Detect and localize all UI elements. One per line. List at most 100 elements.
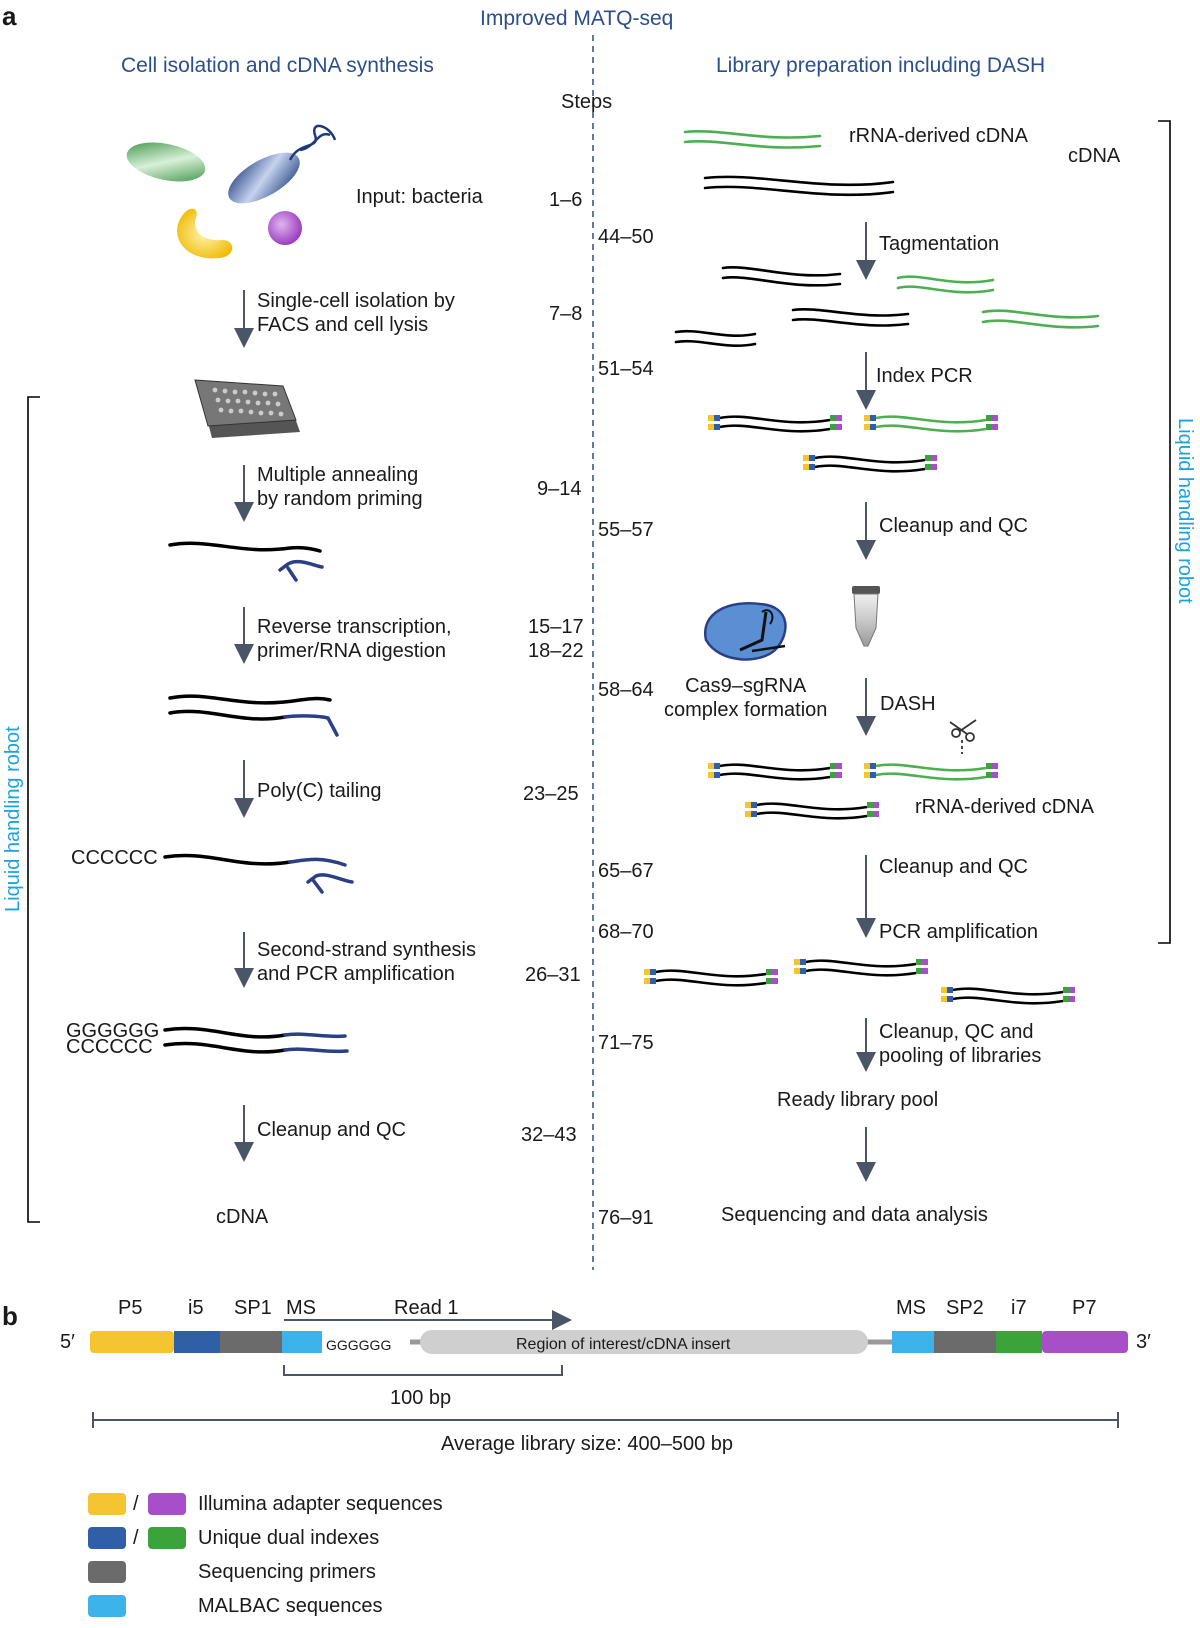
legend-label: Unique dual indexes xyxy=(198,1527,380,1549)
right-item-text: Index PCR xyxy=(876,365,973,387)
segment-label: SP1 xyxy=(234,1297,272,1319)
panel-a-label: a xyxy=(2,1,17,31)
cdna-strand xyxy=(703,175,895,187)
left-header: Cell isolation and cDNA synthesis xyxy=(121,54,434,77)
right-item-steps: 71–75 xyxy=(598,1032,654,1054)
rt-strand-top xyxy=(168,694,332,705)
left-item-steps: 9–14 xyxy=(537,478,582,500)
left-item-text: Poly(C) tailing xyxy=(257,780,382,802)
segment-label: i5 xyxy=(188,1297,204,1319)
right-item-steps: 68–70 xyxy=(598,921,654,943)
poly-g-label: GGGGGG xyxy=(326,1337,392,1353)
left-item-text: Reverse transcription, primer/RNA digest… xyxy=(257,616,452,662)
library-size-label: Average library size: 400–500 bp xyxy=(441,1433,734,1455)
bacteria-icon xyxy=(126,124,337,259)
library-fragment xyxy=(941,987,1075,1005)
left-item-text: Multiple annealing by random priming xyxy=(257,464,423,510)
legend-slash: / xyxy=(133,1527,139,1549)
right-item-text: Cas9–sgRNA complex formation xyxy=(664,675,828,721)
insert-label: Region of interest/cDNA insert xyxy=(516,1336,731,1353)
library-fragment xyxy=(794,959,928,977)
right-item-steps: 65–67 xyxy=(598,860,654,882)
library-fragment xyxy=(864,763,998,781)
panel-b-label: b xyxy=(2,1301,18,1331)
segment-label: MS xyxy=(286,1297,316,1319)
scissors-icon xyxy=(949,719,977,754)
ds-strand-top xyxy=(163,1026,287,1039)
left-item-text: cDNA xyxy=(216,1206,269,1228)
read-length-bracket xyxy=(283,1365,563,1376)
left-item-text: Single-cell isolation by FACS and cell l… xyxy=(257,290,455,336)
right-item-steps: 55–57 xyxy=(598,519,654,541)
left-robot-label: Liquid handling robot xyxy=(2,726,24,912)
segment-sp1 xyxy=(220,1331,282,1353)
right-item-text: Cleanup and QC xyxy=(879,515,1028,537)
segment-i7 xyxy=(996,1331,1042,1353)
tube-icon xyxy=(852,586,880,647)
polyg-sequence: GGGGGG xyxy=(66,1020,160,1042)
right-item-steps: 44–50 xyxy=(598,226,654,248)
right-item-text: Sequencing and data analysis xyxy=(721,1204,988,1226)
library-fragments xyxy=(644,415,1075,1005)
polyc-sequence-2: CCCCCC xyxy=(66,1036,153,1058)
rna-strand xyxy=(168,541,322,553)
right-item-text: cDNA xyxy=(1068,145,1121,167)
legend-label: Sequencing primers xyxy=(198,1561,376,1583)
library-fragment xyxy=(745,802,879,820)
left-item-text: Cleanup and QC xyxy=(257,1119,406,1141)
segment-p5 xyxy=(90,1331,174,1353)
ds-strand-bottom xyxy=(163,1041,287,1054)
polyc-sequence: CCCCCC xyxy=(71,847,158,869)
right-item-text: Cleanup and QC xyxy=(879,856,1028,878)
five-prime-label: 5′ xyxy=(60,1331,75,1353)
left-item-text: Second-strand synthesis and PCR amplific… xyxy=(257,939,477,985)
segment-label: P7 xyxy=(1072,1297,1097,1319)
left-item-steps: 26–31 xyxy=(525,964,581,986)
library-construct xyxy=(90,1310,1128,1428)
segment-label: i7 xyxy=(1011,1297,1027,1319)
segment-ms-left xyxy=(282,1331,322,1353)
segment-insert xyxy=(420,1330,868,1354)
right-item-steps: 58–64 xyxy=(598,679,654,701)
primer-strand xyxy=(278,559,324,572)
legend-swatches xyxy=(88,1493,186,1617)
left-item-steps: 32–43 xyxy=(521,1124,577,1146)
figure-title: Improved MATQ-seq xyxy=(480,7,674,30)
right-item-text: rRNA-derived cDNA xyxy=(849,125,1028,147)
left-robot-bracket xyxy=(27,396,40,1223)
right-item-steps: 76–91 xyxy=(598,1207,654,1229)
library-fragment xyxy=(708,763,842,781)
library-size-bracket xyxy=(92,1412,1119,1428)
right-item-text: Ready library pool xyxy=(777,1089,939,1111)
three-prime-label: 3′ xyxy=(1136,1331,1151,1353)
right-item-text: DASH xyxy=(880,693,936,715)
library-fragment xyxy=(644,969,778,987)
left-item-steps: 23–25 xyxy=(523,783,579,805)
library-fragment xyxy=(708,415,842,433)
library-fragment xyxy=(803,455,937,473)
segment-i5 xyxy=(174,1331,220,1353)
left-item-steps: 1–6 xyxy=(549,189,583,211)
segment-ms-right xyxy=(892,1331,934,1353)
cas9-sgrna-icon xyxy=(703,602,787,661)
steps-header: Steps xyxy=(561,91,613,113)
read-length-label: 100 bp xyxy=(390,1387,452,1409)
right-item-text: rRNA-derived cDNA xyxy=(915,796,1094,818)
rt-strand-bottom xyxy=(168,709,287,721)
segment-label: MS xyxy=(896,1297,926,1319)
right-item-text: Cleanup, QC and pooling of libraries xyxy=(879,1021,1042,1067)
segment-label: SP2 xyxy=(946,1297,984,1319)
left-item-text: Input: bacteria xyxy=(356,186,483,208)
legend-slash: / xyxy=(133,1493,139,1515)
right-robot-label: Liquid handling robot xyxy=(1174,418,1196,604)
right-item-text: Tagmentation xyxy=(879,233,1000,255)
right-item-steps: 51–54 xyxy=(598,358,654,380)
right-robot-bracket xyxy=(1158,120,1171,944)
segment-label: Read 1 xyxy=(394,1297,459,1319)
segment-label: P5 xyxy=(118,1297,143,1319)
library-fragment xyxy=(864,415,998,433)
rrna-cdna-top-strand xyxy=(683,130,822,139)
left-item-steps: 15–17 18–22 xyxy=(528,616,584,662)
legend-label: Illumina adapter sequences xyxy=(198,1493,443,1515)
